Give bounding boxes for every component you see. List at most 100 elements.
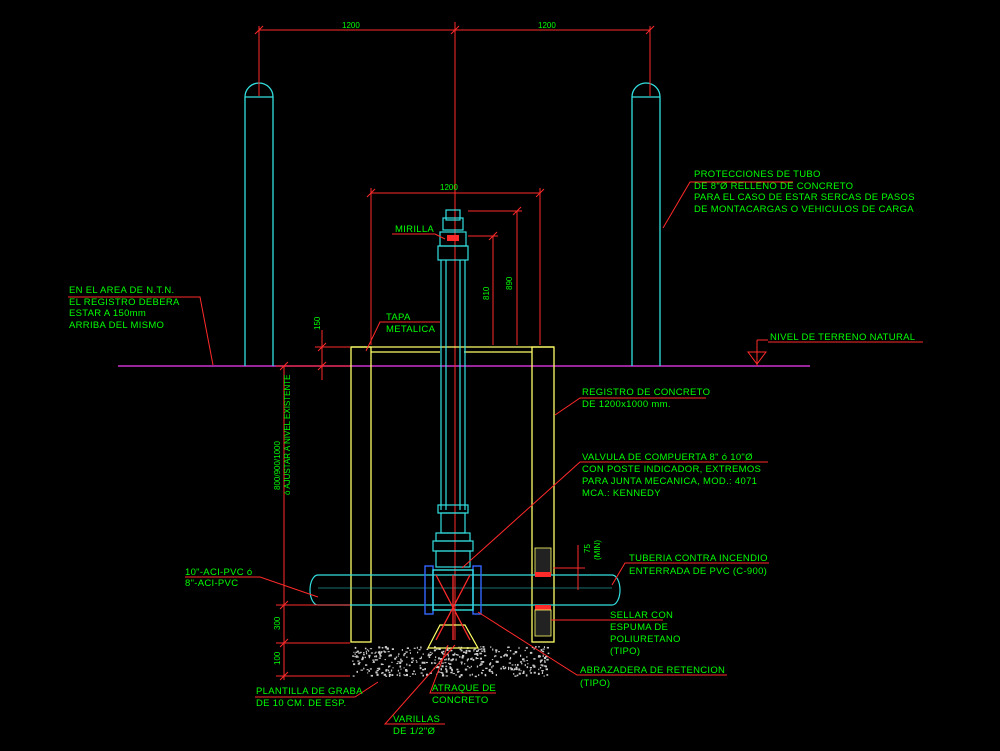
gravel-particle (519, 661, 523, 663)
left-vertical-dimension (276, 361, 350, 681)
height-dimensions (468, 206, 522, 345)
gravel-particle (504, 653, 506, 656)
gravel-particle (480, 672, 483, 674)
area-ntn-line-3: ESTAR A 150mm (69, 308, 146, 319)
gravel-particle (423, 661, 426, 664)
nivel-symbol (747, 339, 768, 366)
gravel-particle (496, 660, 499, 663)
gravel-particle (403, 654, 405, 657)
gravel-particle (361, 658, 364, 661)
gravel-particle (434, 662, 437, 664)
gravel-particle (388, 674, 391, 676)
gravel-particle (448, 662, 450, 665)
gravel-particle (398, 653, 400, 655)
gravel-particle (468, 650, 470, 652)
gravel-particle (539, 660, 542, 662)
gravel-particle (409, 676, 411, 677)
gravel-particle (429, 654, 431, 656)
gravel-particle (537, 655, 540, 658)
gravel-particle (422, 668, 425, 671)
gravel-particle (543, 657, 546, 660)
gravel-particle (460, 674, 463, 677)
gravel-particle (430, 654, 432, 656)
gravel-particle (400, 658, 402, 661)
gravel-particle (354, 656, 357, 658)
gravel-particle (375, 659, 379, 661)
gravel-particle (383, 673, 387, 676)
gravel-particle (483, 648, 486, 651)
gravel-particle (388, 665, 390, 668)
gravel-particle (383, 650, 385, 652)
gravel-particle (451, 658, 455, 661)
gravel-particle (526, 660, 528, 662)
gravel-particle (445, 667, 447, 670)
gravel-particle (546, 646, 549, 649)
gravel-particle (352, 655, 355, 657)
gravel-particle (398, 672, 401, 674)
pvc-left-line-2: 8"-ACI-PVC (185, 578, 238, 589)
gravel-particle (377, 651, 381, 654)
gravel-particle (531, 646, 534, 649)
label-registro: REGISTRO DE CONCRETO DE 1200x1000 mm. (582, 387, 710, 410)
gravel-particle (532, 664, 535, 667)
label-nivel-terreno: NIVEL DE TERRENO NATURAL (770, 332, 915, 343)
gravel-particle (472, 658, 475, 661)
dim-pipe-min: (MIN) (593, 540, 602, 560)
gravel-particle (542, 671, 543, 674)
gravel-particle (381, 651, 383, 653)
gravel-particle (405, 669, 408, 672)
gravel-particle (524, 664, 526, 667)
gravel-particle (452, 673, 455, 675)
gravel-particle (492, 648, 494, 651)
gravel-particle (480, 648, 483, 650)
gravel-particle (380, 652, 382, 654)
gravel-particle (375, 671, 378, 674)
gravel-particle (397, 661, 400, 663)
protecciones-line-4: DE MONTACARGAS O VEHICULOS DE CARGA (694, 204, 914, 215)
dim-top-left: 1200 (342, 21, 360, 30)
gravel-particle (451, 669, 453, 672)
gravel-particle (448, 657, 450, 660)
gravel-particle (431, 652, 433, 654)
gravel-particle (490, 646, 492, 648)
gravel-particle (403, 674, 405, 676)
gravel-particle (447, 653, 449, 656)
gravel-particle (478, 674, 480, 676)
gravel-particle (406, 656, 408, 658)
gravel-particle (541, 670, 544, 672)
gravel-particle (388, 674, 391, 677)
gravel-particle (547, 652, 550, 655)
gravel-particle (541, 664, 544, 667)
gravel-particle (375, 655, 378, 658)
abrazadera-line-2: (TIPO) (580, 678, 610, 689)
gravel-particle (449, 666, 451, 668)
gravel-particle (495, 660, 497, 663)
gravel-particle (461, 663, 463, 665)
gravel-particle (354, 653, 356, 655)
gravel-particle (383, 651, 387, 653)
gravel-particle (435, 656, 437, 658)
gravel-particle (483, 650, 486, 653)
gravel-particle (533, 658, 536, 660)
gravel-particle (516, 663, 519, 666)
gravel-particle (542, 648, 545, 650)
gravel-particle (372, 661, 375, 663)
sellar-line-1: SELLAR CON (610, 610, 673, 621)
gravel-particle (431, 662, 433, 665)
leader-lines (68, 181, 923, 725)
dim-top-right: 1200 (538, 21, 556, 30)
gravel-particle (373, 660, 375, 663)
gravel-particle (392, 667, 394, 669)
gravel-particle (479, 648, 481, 650)
gravel-particle (533, 647, 535, 650)
gravel-particle (479, 657, 482, 660)
gravel-particle (520, 670, 522, 672)
gravel-particle (518, 672, 521, 675)
gravel-particle (405, 670, 408, 672)
gravel-particle (466, 665, 469, 667)
gravel-particle (359, 651, 362, 653)
gravel-particle (358, 652, 361, 654)
plantilla-line-1: PLANTILLA DE GRABA (256, 686, 363, 697)
gravel-particle (379, 654, 382, 657)
gravel-particle (514, 664, 516, 666)
